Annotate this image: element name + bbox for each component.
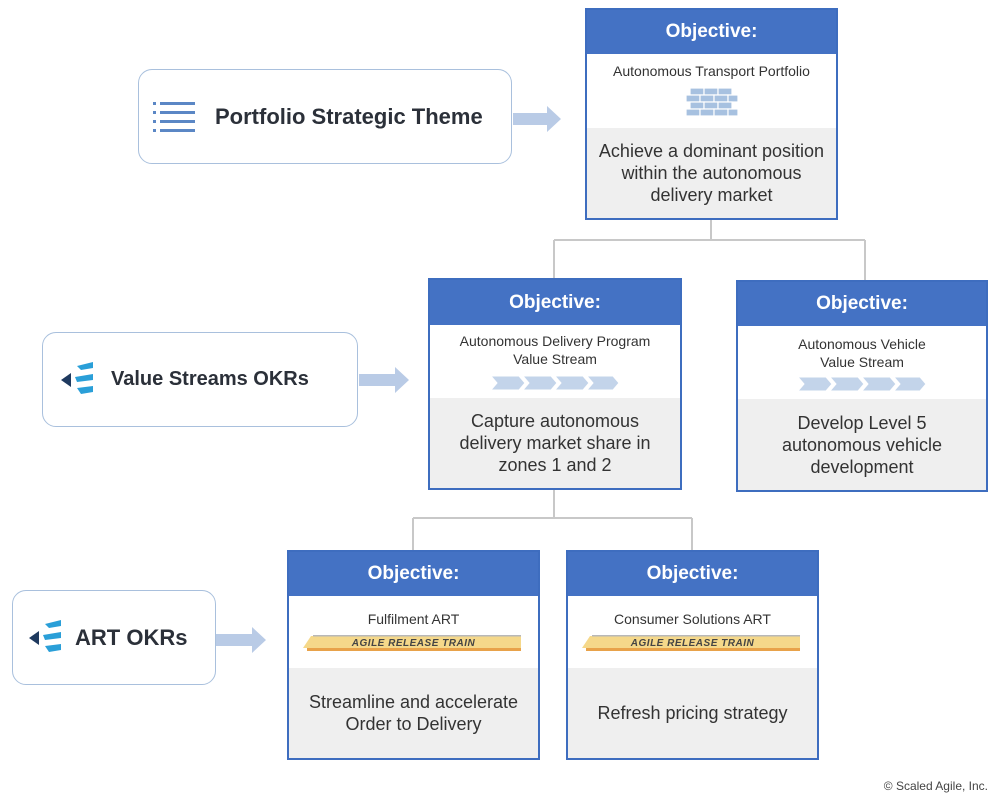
card-objective-text: Refresh pricing strategy (568, 668, 817, 758)
value-streams-okrs-label: Value Streams OKRs (42, 332, 358, 427)
consumer-solutions-art-objective-card: Objective: Consumer Solutions ART AGILE … (566, 550, 819, 760)
art-icon (27, 618, 63, 658)
vehicle-vs-subtitle-line2: Value Stream (820, 354, 904, 370)
vehicle-value-stream-objective-card: Objective: Autonomous Vehicle Value Stre… (736, 280, 988, 492)
card-objective-text: Streamline and accelerate Order to Deliv… (289, 668, 538, 758)
arrow-right-icon (216, 627, 266, 653)
arrow-right-icon (513, 106, 561, 132)
train-label: AGILE RELEASE TRAIN (351, 638, 476, 649)
release-train-icon: AGILE RELEASE TRAIN (302, 634, 525, 652)
delivery-vs-subtitle-line1: Autonomous Delivery Program (459, 333, 651, 349)
portfolio-icon (685, 88, 738, 117)
list-icon (153, 100, 197, 134)
fulfilment-art-objective-card: Objective: Fulfilment ART AGILE RELEASE … (287, 550, 540, 760)
card-subtitle: Fulfilment ART AGILE RELEASE TRAIN (289, 596, 538, 668)
card-subtitle: Autonomous Transport Portfolio (587, 54, 836, 128)
portfolio-strategic-theme-label: Portfolio Strategic Theme (138, 69, 512, 164)
vehicle-vs-subtitle-line1: Autonomous Vehicle (798, 336, 926, 352)
delivery-value-stream-objective-card: Objective: Autonomous Delivery Program V… (428, 278, 682, 490)
card-objective-text: Achieve a dominant position within the a… (587, 128, 836, 218)
value-stream-chevrons-icon (491, 376, 619, 390)
value-stream-icon (59, 360, 95, 400)
delivery-vs-subtitle-line2: Value Stream (513, 351, 597, 367)
card-objective-text: Develop Level 5 autonomous vehicle devel… (738, 399, 986, 490)
consumer-art-subtitle: Consumer Solutions ART (614, 611, 771, 627)
card-subtitle: Autonomous Vehicle Value Stream (738, 326, 986, 399)
arrow-right-icon (359, 367, 409, 393)
card-subtitle: Autonomous Delivery Program Value Stream (430, 325, 680, 398)
art-okrs-label: ART OKRs (12, 590, 216, 685)
portfolio-subtitle: Autonomous Transport Portfolio (613, 63, 810, 79)
art-level-text: ART OKRs (75, 624, 188, 650)
card-objective-text: Capture autonomous delivery market share… (430, 398, 680, 488)
card-header: Objective: (289, 552, 538, 596)
value-stream-chevrons-icon (798, 377, 926, 391)
card-subtitle: Consumer Solutions ART AGILE RELEASE TRA… (568, 596, 817, 668)
portfolio-objective-card: Objective: Autonomous Transport Portfoli… (585, 8, 838, 220)
card-header: Objective: (568, 552, 817, 596)
value-streams-level-text: Value Streams OKRs (111, 368, 309, 390)
release-train-icon: AGILE RELEASE TRAIN (581, 634, 804, 652)
portfolio-level-text: Portfolio Strategic Theme (215, 103, 483, 129)
train-label: AGILE RELEASE TRAIN (630, 638, 755, 649)
card-header: Objective: (430, 280, 680, 325)
card-header: Objective: (587, 10, 836, 54)
card-header: Objective: (738, 282, 986, 326)
copyright-text: © Scaled Agile, Inc. (883, 779, 988, 793)
fulfilment-art-subtitle: Fulfilment ART (367, 611, 460, 627)
